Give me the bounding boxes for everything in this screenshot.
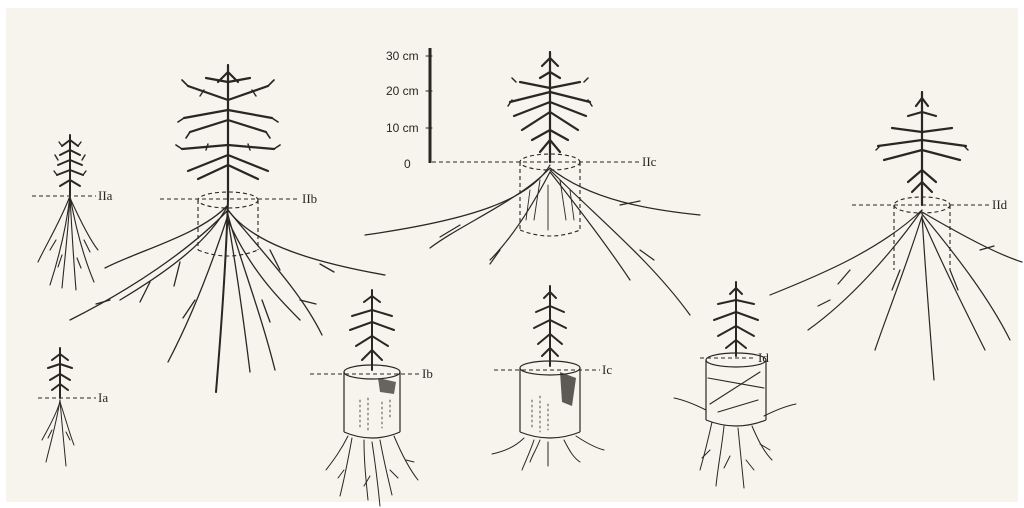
plant-IIb-label: IIb: [302, 191, 317, 206]
scale-tick-30: 30 cm: [386, 49, 419, 63]
paper-background: [6, 8, 1018, 502]
plant-Ia-label: Ia: [98, 390, 108, 405]
scale-tick-10: 10 cm: [386, 121, 419, 135]
scale-tick-20: 20 cm: [386, 84, 419, 98]
plant-IIc-label: IIc: [642, 154, 657, 169]
plant-Ib-label: Ib: [422, 366, 433, 381]
plant-IIa-label: IIa: [98, 188, 113, 203]
plant-Id-label: Id: [758, 350, 769, 365]
scale-tick-0: 0: [404, 157, 411, 171]
plant-IId-label: IId: [992, 197, 1008, 212]
plant-Ic-label: Ic: [602, 362, 612, 377]
